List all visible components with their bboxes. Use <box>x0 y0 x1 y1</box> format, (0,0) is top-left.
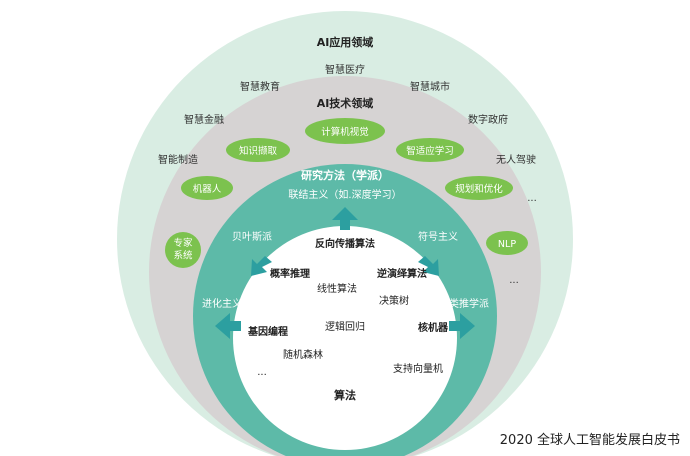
algorithm-item: 决策树 <box>379 294 409 307</box>
pill-cv <box>305 118 385 144</box>
algorithm-item: 线性算法 <box>317 282 357 295</box>
school-label: 符号主义 <box>418 230 458 243</box>
app-item: 智慧教育 <box>240 80 280 93</box>
app-item: 无人驾驶 <box>496 153 536 166</box>
arrow-right <box>449 313 475 339</box>
algorithm-item: ... <box>257 367 267 378</box>
caption: 2020 全球人工智能发展白皮书 <box>499 433 680 448</box>
algorithm-item: 逻辑回归 <box>325 320 365 333</box>
algorithm-item: 逆演绎算法 <box>377 267 427 280</box>
app-item: 智慧医疗 <box>325 63 365 76</box>
algorithm-item: 支持向量机 <box>393 362 443 375</box>
tech-layer-title: AI技术领域 <box>317 96 374 110</box>
school-label: 类推学派 <box>449 297 489 310</box>
pill-adaptive <box>396 138 464 162</box>
tech-pill-label: 计算机视觉 <box>321 126 369 138</box>
app-item: ... <box>527 193 537 204</box>
method-layer-title: 研究方法（学派） <box>301 168 389 182</box>
pill-nlp <box>486 231 528 255</box>
pill-knowledge <box>226 138 290 162</box>
arrow-up <box>332 207 358 230</box>
pill-robot <box>181 176 233 200</box>
tech-pill-label: 专家系统 <box>173 237 193 262</box>
algorithm-item: 概率推理 <box>270 267 310 280</box>
arrows <box>215 207 475 339</box>
tech-pill-label: 知识撷取 <box>239 145 278 157</box>
algorithm-item: 基因编程 <box>247 325 288 338</box>
algorithm-item: 随机森林 <box>283 348 323 361</box>
school-label: 进化主义 <box>202 297 242 310</box>
tech-pill-label: 智适应学习 <box>406 145 454 157</box>
school-label: 联结主义（如.深度学习） <box>288 188 401 201</box>
app-item: 智慧金融 <box>184 113 224 126</box>
arrow-upper-left <box>251 256 272 276</box>
pill-expert <box>165 232 201 268</box>
pill-planning <box>445 176 513 200</box>
app-item: 智能制造 <box>158 153 198 166</box>
algorithm-item: 核机器 <box>418 321 449 334</box>
app-item: 数字政府 <box>468 113 508 126</box>
school-label: 贝叶斯派 <box>232 230 272 243</box>
tech-more: ... <box>509 275 519 286</box>
algorithm-item: 反向传播算法 <box>315 237 375 250</box>
algorithm-layer-title: 算法 <box>333 388 356 402</box>
arrow-upper-right <box>418 256 439 276</box>
tech-pill-label: 规划和优化 <box>455 183 503 195</box>
tech-pill-label: NLP <box>498 239 516 250</box>
arrow-left <box>215 313 241 339</box>
app-layer-title: AI应用领域 <box>317 35 374 49</box>
tech-pills <box>165 118 528 268</box>
tech-pill-label: 机器人 <box>193 183 222 195</box>
app-item: 智慧城市 <box>410 80 450 93</box>
algorithm-circle <box>233 226 457 450</box>
